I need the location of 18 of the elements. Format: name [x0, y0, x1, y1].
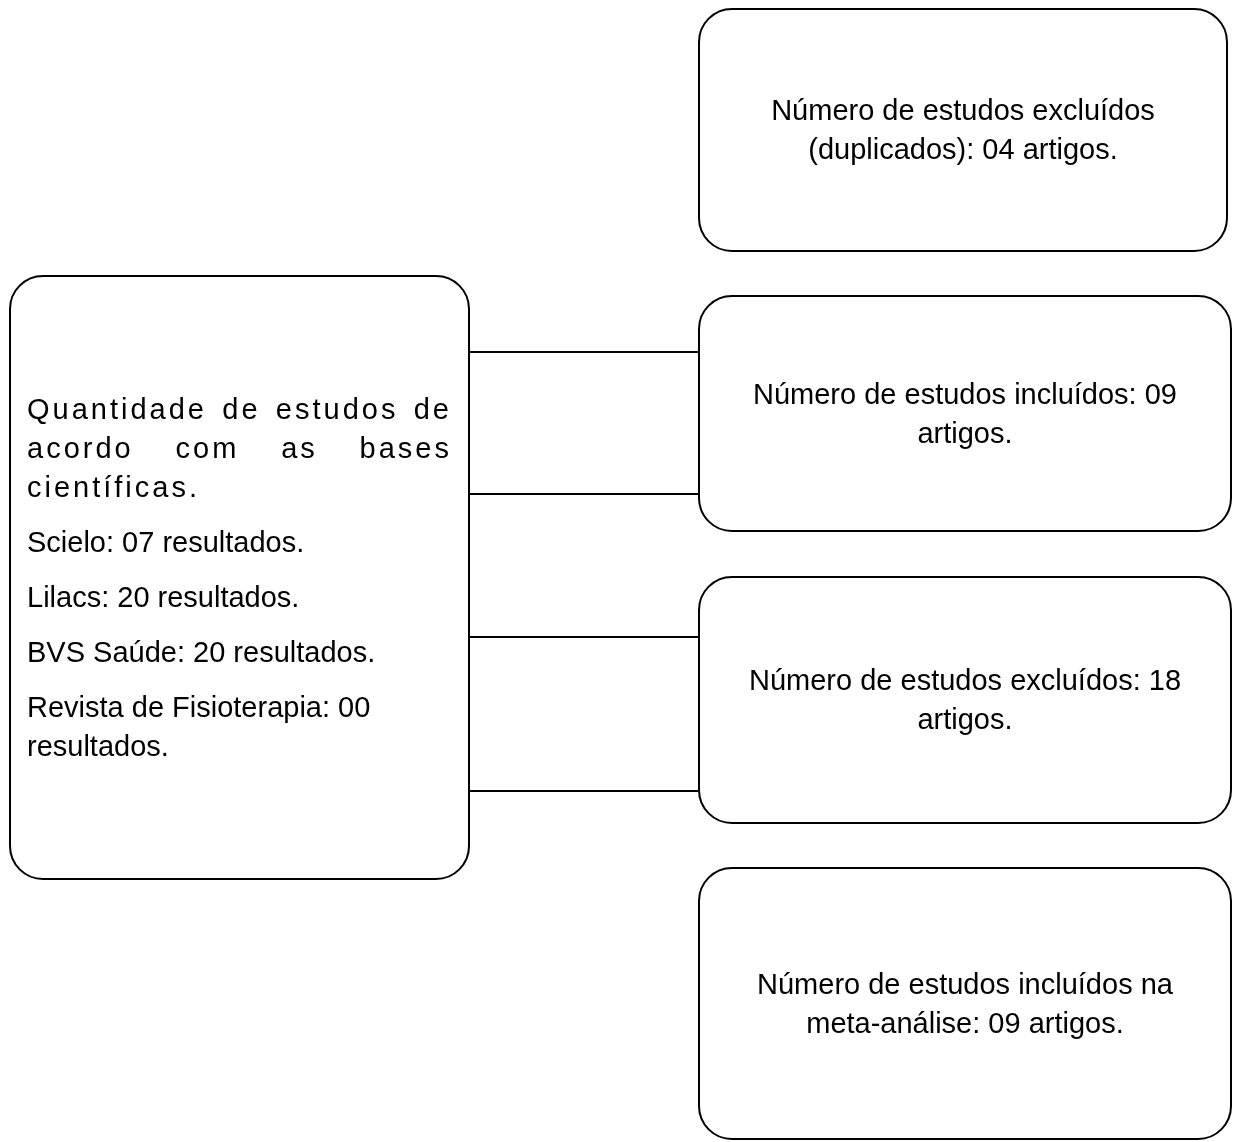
box-text: Número de estudos excluídos: 18 artigos.: [748, 663, 1182, 737]
process-box: [698, 576, 1232, 824]
box-text: BVS Saúde: 20 resultados.: [27, 634, 376, 670]
box-text: Número de estudos incluídos: 09 artigos.: [752, 376, 1178, 451]
connector-line: [469, 636, 699, 638]
process-box: [9, 275, 470, 880]
connector-line: [469, 790, 699, 792]
box-text: Scielo: 07 resultados.: [27, 524, 305, 560]
box-text: Lilacs: 20 resultados.: [27, 579, 300, 615]
connector-line: [469, 351, 699, 353]
process-box: [698, 8, 1228, 252]
connector-line: [469, 493, 699, 495]
process-box: [698, 295, 1232, 532]
box-text: Número de estudos excluídos (duplicados): 04 artigos.: [770, 93, 1156, 167]
heading-text: Quantidade de estudos de acordo com as bases científicas.: [27, 391, 452, 505]
box-text: Revista de Fisioterapia: 00 resultados.: [27, 689, 372, 764]
box-text: Número de estudos incluídos na meta-análise: 09 artigos.: [756, 966, 1174, 1041]
process-box: [698, 867, 1232, 1140]
